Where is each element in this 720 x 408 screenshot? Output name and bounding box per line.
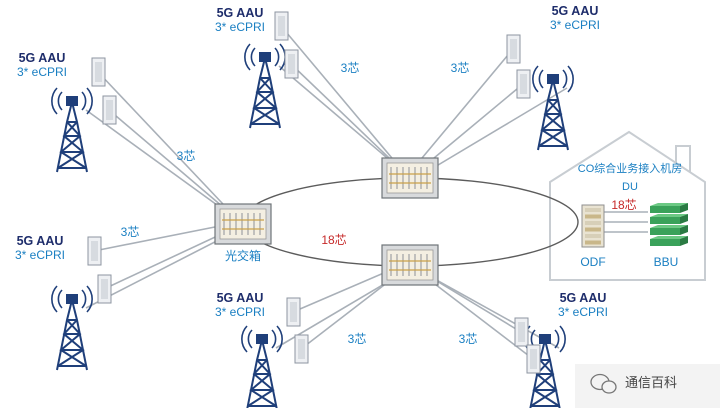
aau-antenna-icon: [102, 95, 117, 125]
site-subtitle: 3* eCPRI: [215, 20, 265, 34]
cell-tower-icon: [50, 87, 94, 173]
junction-box-label: 光交箱: [225, 248, 261, 263]
aau-antenna-icon: [516, 69, 531, 99]
fiber-count-label: 3芯: [348, 332, 367, 346]
site-title: 5G AAU: [217, 6, 264, 20]
site-subtitle: 3* eCPRI: [558, 305, 608, 319]
fiber-link: [280, 25, 408, 177]
fiber-count-label: 3芯: [459, 332, 478, 346]
fiber-link: [406, 48, 514, 177]
co-room-outline: [549, 130, 706, 281]
site-title: 5G AAU: [552, 4, 599, 18]
aau-antenna-icon: [91, 57, 106, 87]
fiber-link: [412, 87, 568, 181]
wechat-icon: [590, 373, 617, 394]
cell-tower-icon: [240, 325, 284, 408]
fiber-count-label: 3芯: [451, 61, 470, 75]
bbu-label: BBU: [654, 255, 679, 269]
watermark-text: 通信百科: [625, 375, 677, 390]
site-subtitle: 3* eCPRI: [215, 305, 265, 319]
site-title: 5G AAU: [217, 291, 264, 305]
du-label: DU: [622, 181, 638, 193]
aau-antenna-icon: [286, 297, 301, 327]
site-subtitle: 3* eCPRI: [15, 248, 65, 262]
site-title: 5G AAU: [17, 234, 64, 248]
odf-label: ODF: [580, 255, 605, 269]
fiber-count-label: 3芯: [121, 225, 140, 239]
site-title: 5G AAU: [560, 291, 607, 305]
fiber-splice-box-icon: [381, 157, 439, 199]
fiber-link: [97, 71, 241, 223]
ring-fiber-count-label: 18芯: [321, 233, 346, 247]
odf-rack-icon: [581, 204, 605, 248]
site-subtitle: 3* eCPRI: [550, 18, 600, 32]
aau-antenna-icon: [87, 236, 102, 266]
bbu-unit-icon: [650, 203, 688, 246]
site-subtitle: 3* eCPRI: [17, 65, 67, 79]
co-room-title: CO综合业务接入机房: [578, 161, 683, 175]
watermark-bar: [575, 364, 720, 408]
fiber-count-label: 3芯: [341, 61, 360, 75]
cell-tower-icon: [531, 65, 575, 151]
odf-bbu-fiber-count-label: 18芯: [611, 198, 636, 212]
aau-antenna-icon: [506, 34, 521, 64]
aau-antenna-icon: [97, 274, 112, 304]
cell-tower-icon: [50, 285, 94, 371]
fiber-splice-box-icon: [381, 244, 439, 286]
aau-antenna-icon: [514, 317, 529, 347]
aau-antenna-icon: [274, 11, 289, 41]
fiber-count-label: 3芯: [177, 149, 196, 163]
fiber-junction-box-icon: [214, 203, 272, 245]
aau-antenna-icon: [284, 49, 299, 79]
cell-tower-icon: [243, 43, 287, 129]
site-title: 5G AAU: [19, 51, 66, 65]
aau-antenna-icon: [294, 334, 309, 364]
aau-antenna-icon: [526, 344, 541, 374]
